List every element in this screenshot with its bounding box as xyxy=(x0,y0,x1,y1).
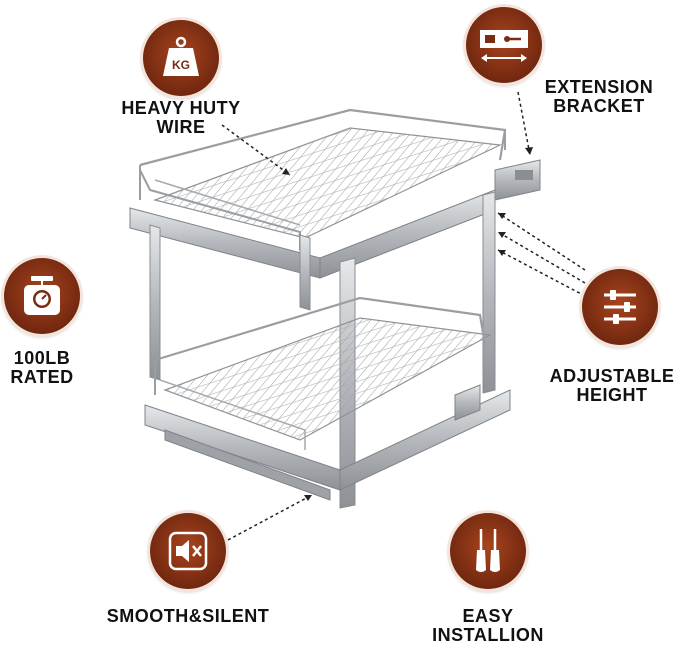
weight-kg-badge: KG xyxy=(143,20,219,96)
lower-basket xyxy=(144,296,511,501)
screwdriver-icon xyxy=(476,529,500,572)
sliders-icon xyxy=(604,290,636,324)
extension-bracket-icon xyxy=(480,30,528,62)
scale-badge xyxy=(4,258,80,334)
smooth-silent-badge xyxy=(150,513,226,589)
weight-kg-icon: KG xyxy=(163,36,199,76)
leader-lines xyxy=(221,91,586,541)
heavy-wire-label: HEAVY HUTY WIRE xyxy=(121,98,241,137)
extension-bracket-badge xyxy=(466,7,542,83)
scale-icon xyxy=(24,276,60,315)
easy-install-badge xyxy=(450,513,526,589)
upper-basket xyxy=(129,108,541,279)
svg-text:KG: KG xyxy=(172,58,190,72)
rated-label: 100LB RATED xyxy=(10,348,74,387)
leader-arrowheads xyxy=(282,147,533,501)
adjustable-height-badge xyxy=(582,269,658,345)
easy-install-label: EASY INSTALLION xyxy=(432,606,544,645)
mute-icon xyxy=(168,531,208,571)
extension-bracket-label: EXTENSION BRACKET xyxy=(544,77,654,116)
adjustable-height-label: ADJUSTABLE HEIGHT xyxy=(549,366,675,405)
smooth-silent-label: SMOOTH&SILENT xyxy=(106,606,270,626)
